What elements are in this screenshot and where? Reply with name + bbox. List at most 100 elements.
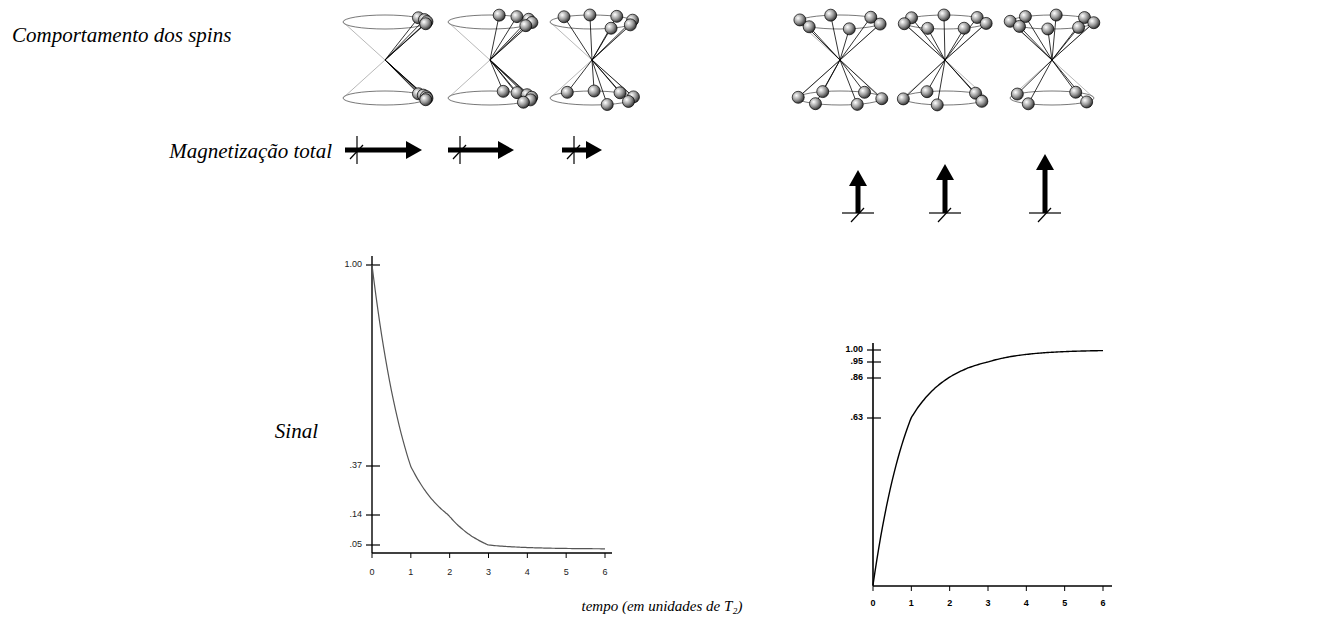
y-tick-label: 1.00 — [845, 345, 863, 355]
x-tick-label: 3 — [486, 568, 491, 578]
spin-vector — [945, 60, 976, 93]
x-tick-label: 3 — [985, 599, 990, 609]
cone-side — [798, 22, 882, 98]
row-title: Magnetização total — [169, 140, 332, 163]
spin-sphere — [922, 22, 934, 34]
spin-sphere — [843, 23, 855, 35]
magnetization-arrow — [943, 178, 948, 213]
row-title: Sinal — [275, 420, 318, 443]
spin-cone — [897, 9, 992, 111]
y-tick-label: .63 — [850, 413, 863, 423]
x-tick-label: 4 — [1024, 599, 1029, 609]
x-tick-label: 6 — [1100, 599, 1105, 609]
spin-vector — [1052, 15, 1056, 60]
spin-cone — [343, 12, 433, 106]
spin-vector — [385, 24, 426, 60]
spin-vector — [903, 60, 945, 99]
spin-vector — [1052, 60, 1087, 102]
spin-sphere — [931, 99, 943, 111]
y-tick-label: 1.00 — [344, 260, 362, 270]
x-tick-label: 2 — [447, 568, 452, 578]
cone-side — [1010, 22, 1094, 98]
spin-sphere — [605, 22, 617, 34]
spin-sphere — [817, 86, 829, 98]
spin-vector — [1052, 18, 1085, 60]
spin-vector — [1017, 60, 1052, 94]
x-tick-label: 6 — [602, 568, 607, 578]
spin-vector — [592, 60, 607, 105]
spin-sphere — [601, 99, 613, 111]
spin-sphere — [561, 86, 573, 98]
spin-vector — [840, 60, 882, 99]
spin-sphere — [958, 22, 970, 34]
magnetization-arrow — [562, 148, 588, 153]
spin-sphere — [921, 86, 933, 98]
arrow-head — [406, 141, 422, 159]
spin-sphere — [897, 93, 909, 105]
spin-sphere — [622, 95, 634, 107]
spin-sphere — [803, 21, 815, 33]
spin-sphere — [874, 18, 886, 30]
spin-sphere — [851, 98, 863, 110]
spin-sphere — [859, 86, 871, 98]
spin-sphere — [809, 98, 821, 110]
spin-sphere — [898, 18, 910, 30]
arrow-head — [498, 141, 514, 159]
y-tick-label: .37 — [349, 461, 362, 471]
spin-sphere — [1081, 96, 1093, 108]
spin-sphere — [611, 10, 623, 22]
row-title: Comportamento dos spins — [12, 24, 231, 47]
cone-side — [903, 22, 987, 98]
spin-sphere — [976, 95, 988, 107]
decay-graph — [366, 256, 612, 558]
spin-vector — [592, 16, 617, 60]
x-tick-label: 1 — [408, 568, 413, 578]
axis-title: tempo (em unidades de T₂) — [581, 598, 742, 615]
spin-cone — [792, 9, 888, 110]
spin-vector — [385, 20, 424, 60]
x-tick-label: 5 — [1062, 599, 1067, 609]
spin-sphere — [938, 9, 950, 21]
spin-sphere — [624, 19, 636, 31]
arrow-head — [1036, 154, 1054, 170]
spin-sphere — [588, 85, 600, 97]
spin-vector — [798, 60, 840, 97]
spin-sphere — [1088, 17, 1100, 29]
x-tick-label: 5 — [564, 568, 569, 578]
spin-cone — [1004, 9, 1100, 110]
spin-sphere — [584, 9, 596, 21]
spin-sphere — [517, 96, 529, 108]
magnetization-arrow — [856, 184, 861, 213]
magnetization-arrow — [448, 148, 500, 153]
spin-vector — [590, 15, 592, 60]
magnetization-arrow — [1043, 168, 1048, 213]
arrow-head — [936, 164, 954, 180]
spin-sphere — [420, 18, 432, 30]
spin-sphere — [825, 9, 837, 21]
spin-sphere — [558, 11, 570, 23]
spin-sphere — [980, 17, 992, 29]
spin-sphere — [511, 11, 523, 23]
spin-sphere — [1022, 98, 1034, 110]
y-tick-label: .14 — [349, 510, 362, 520]
spin-sphere — [493, 9, 505, 21]
spin-sphere — [1073, 21, 1085, 33]
spin-vector — [831, 15, 840, 60]
spin-vector — [840, 17, 871, 60]
recovery-curve — [873, 351, 1103, 585]
spin-sphere — [420, 94, 432, 106]
spin-cone — [550, 9, 639, 111]
spin-sphere — [1011, 88, 1023, 100]
spin-vector — [490, 26, 526, 60]
x-tick-label: 0 — [870, 599, 875, 609]
spin-sphere — [1050, 9, 1062, 21]
spin-sphere — [497, 85, 509, 97]
y-tick-label: .86 — [850, 373, 863, 383]
y-tick-label: .95 — [850, 357, 863, 367]
spin-sphere — [1042, 23, 1054, 35]
arrow-head — [586, 141, 602, 159]
spin-vector — [1028, 60, 1052, 104]
x-tick-label: 1 — [909, 599, 914, 609]
